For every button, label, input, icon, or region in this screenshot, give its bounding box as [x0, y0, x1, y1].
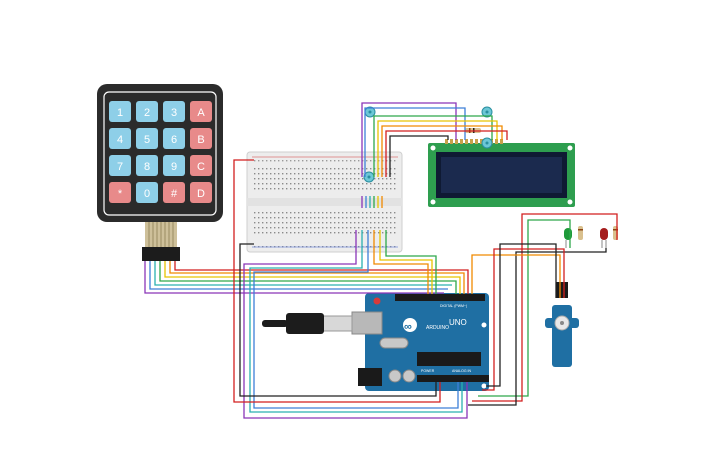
arduino-model: UNO: [449, 318, 467, 327]
keypad-key-label: 5: [144, 134, 150, 146]
keypad-key-3[interactable]: 3: [163, 101, 185, 122]
svg-text:∞: ∞: [404, 321, 412, 333]
usb-port[interactable]: [351, 311, 383, 335]
keypad-key-A[interactable]: A: [190, 101, 212, 122]
analog-header[interactable]: [417, 375, 489, 382]
potentiometer-4[interactable]: [481, 137, 493, 149]
keypad-key-8[interactable]: 8: [136, 155, 158, 176]
usb-cable: [262, 313, 353, 334]
potentiometer-2[interactable]: [481, 106, 493, 118]
keypad-key-label: 9: [171, 161, 177, 173]
keypad-key-label: D: [197, 188, 205, 200]
breadboard[interactable]: [246, 151, 403, 253]
keypad-key-hash[interactable]: #: [163, 182, 185, 203]
arduino-brand: ARDUINO: [426, 325, 449, 331]
output-wires: [468, 213, 618, 406]
resistor-green-led[interactable]: [578, 226, 583, 240]
lcd-wires: [361, 102, 508, 208]
reset-button[interactable]: [373, 297, 381, 305]
keypad-key-star[interactable]: *: [109, 182, 131, 203]
keypad-key-2[interactable]: 2: [136, 101, 158, 122]
keypad-key-0[interactable]: 0: [136, 182, 158, 203]
keypad-key-C[interactable]: C: [190, 155, 212, 176]
power-jack[interactable]: [358, 368, 382, 386]
keypad-key-label: *: [118, 188, 123, 200]
keypad-key-label: 7: [117, 161, 123, 173]
servo-motor[interactable]: [545, 282, 579, 367]
arduino-uno[interactable]: ∞ ARDUINO UNO DIGITAL (PWM~) POWER ANALO…: [351, 293, 489, 391]
keypad-key-4[interactable]: 4: [109, 128, 131, 149]
keypad-key-label: 0: [144, 188, 150, 200]
keypad-key-D[interactable]: D: [190, 182, 212, 203]
keypad-key-label: 3: [171, 107, 177, 119]
keypad-key-label: B: [197, 134, 204, 146]
keypad-key-B[interactable]: B: [190, 128, 212, 149]
keypad-key-label: 6: [171, 134, 177, 146]
green-led[interactable]: [564, 228, 572, 248]
power-wires: [233, 159, 468, 419]
power-label: POWER: [421, 369, 435, 373]
analog-label: ANALOG IN: [452, 369, 472, 373]
lcd-screen: [441, 157, 562, 193]
keypad-key-5[interactable]: 5: [136, 128, 158, 149]
keypad-keys: 1 2 3 A 4 5 6 B 7 8 9 C * 0 # D: [109, 101, 212, 203]
red-led[interactable]: [600, 228, 608, 248]
lcd-16x2[interactable]: [428, 139, 575, 207]
keypad-key-9[interactable]: 9: [163, 155, 185, 176]
keypad-key-7[interactable]: 7: [109, 155, 131, 176]
digital-label: DIGITAL (PWM~): [440, 304, 467, 308]
keypad-key-label: 1: [117, 107, 123, 119]
keypad-wires: [144, 261, 469, 294]
keypad-key-label: 4: [117, 134, 123, 146]
potentiometer-1[interactable]: [364, 106, 376, 118]
keypad-key-label: A: [197, 107, 205, 119]
keypad-key-label: C: [197, 161, 205, 173]
keypad-key-label: 8: [144, 161, 150, 173]
keypad-key-label: 2: [144, 107, 150, 119]
atmega-chip: [417, 352, 481, 366]
keypad-connector[interactable]: [142, 247, 180, 261]
keypad-key-1[interactable]: 1: [109, 101, 131, 122]
keypad-key-label: #: [171, 188, 178, 200]
digital-header[interactable]: [395, 294, 485, 301]
keypad-4x4[interactable]: 1 2 3 A 4 5 6 B 7 8 9 C * 0 # D: [97, 84, 223, 261]
keypad-key-6[interactable]: 6: [163, 128, 185, 149]
